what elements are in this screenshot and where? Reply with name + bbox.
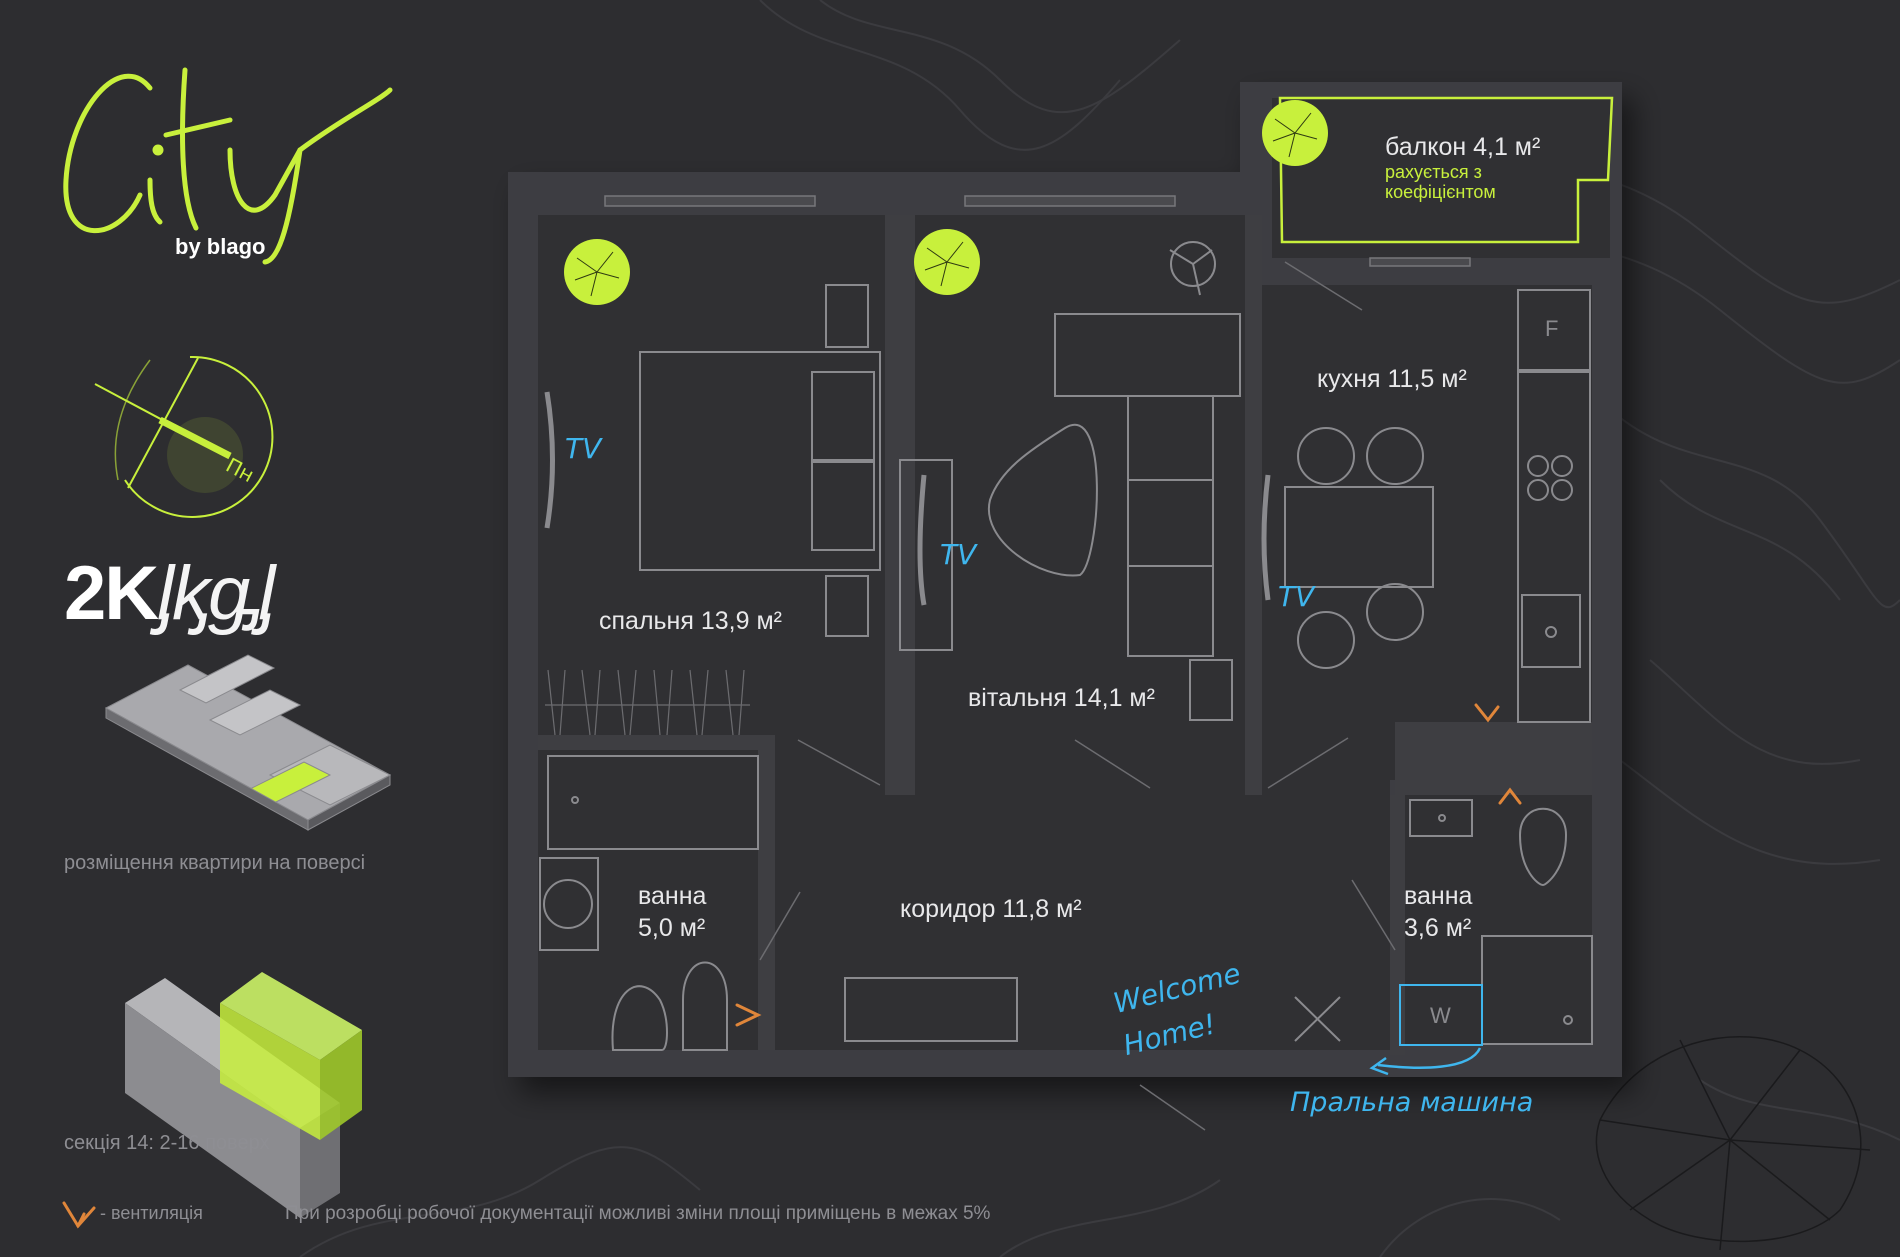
washer-label: W (1430, 1003, 1451, 1028)
balcony-floor (1272, 98, 1610, 258)
tv-label-bedroom: TV (565, 432, 602, 465)
floor-placement-diagram (104, 654, 392, 831)
coffee-table-icon (987, 423, 1098, 577)
compass-icon (94, 355, 274, 518)
room-bedroom-label: спальня 13,9 м² (599, 607, 782, 635)
room-balcony-label: балкон 4,1 м² (1385, 133, 1541, 161)
plant-icon (564, 100, 1328, 305)
tree-icon (1595, 1036, 1871, 1251)
apartment-type: 2Kᶅᶄᶃᶅ (64, 550, 275, 637)
room-bath1-line2: 5,0 м² (638, 914, 706, 942)
bed-icon (639, 351, 881, 571)
vent-legend-label: - вентиляція (100, 1203, 203, 1223)
section-diagram (125, 972, 362, 1218)
vent-icon (62, 1201, 96, 1229)
balcony-note-line1: рахується з (1385, 162, 1482, 182)
tv-label-living: TV (940, 538, 977, 571)
brand-subtitle: by blago (175, 234, 266, 259)
vent-markers (735, 703, 1522, 1027)
furniture (539, 241, 1593, 1131)
city-logo-icon (63, 67, 393, 265)
room-bath2-line1: ванна (1404, 882, 1473, 910)
balcony-note-line2: коефіцієнтом (1385, 182, 1496, 202)
fridge-label: F (1545, 316, 1559, 341)
interior-walls (538, 215, 1592, 1055)
placement-caption: розміщення квартири на поверсі (64, 852, 366, 874)
bathtub-icon (547, 755, 759, 850)
room-kitchen-label: кухня 11,5 м² (1317, 365, 1467, 393)
washer-note: Пральна машина (1290, 1087, 1534, 1118)
apartment-type-prefix: 2K (64, 551, 159, 636)
section-caption: секція 14: 2-16 поверх (64, 1132, 270, 1154)
tv-label-kitchen: TV (1278, 580, 1315, 613)
room-living-label: вітальня 14,1 м² (968, 684, 1155, 712)
windows (604, 195, 1471, 267)
bath1-floor (538, 750, 758, 1050)
apartment-type-suffix: ᶅᶄᶃᶅ (157, 551, 275, 636)
dining-table-icon (1284, 486, 1434, 588)
room-corridor-label: коридор 11,8 м² (900, 895, 1082, 923)
washer-arrow-icon (1377, 1047, 1482, 1069)
room-bath1-line1: ванна (638, 882, 707, 910)
disclaimer: При розробці робочої документації можлив… (285, 1203, 991, 1224)
corridor-floor (775, 735, 1390, 1050)
balcony-outline (1278, 96, 1614, 244)
room-bath2-line2: 3,6 м² (1404, 914, 1472, 942)
washer-icon (1399, 984, 1483, 1046)
fridge-icon (1517, 289, 1591, 371)
kitchen-floor (1262, 285, 1592, 780)
